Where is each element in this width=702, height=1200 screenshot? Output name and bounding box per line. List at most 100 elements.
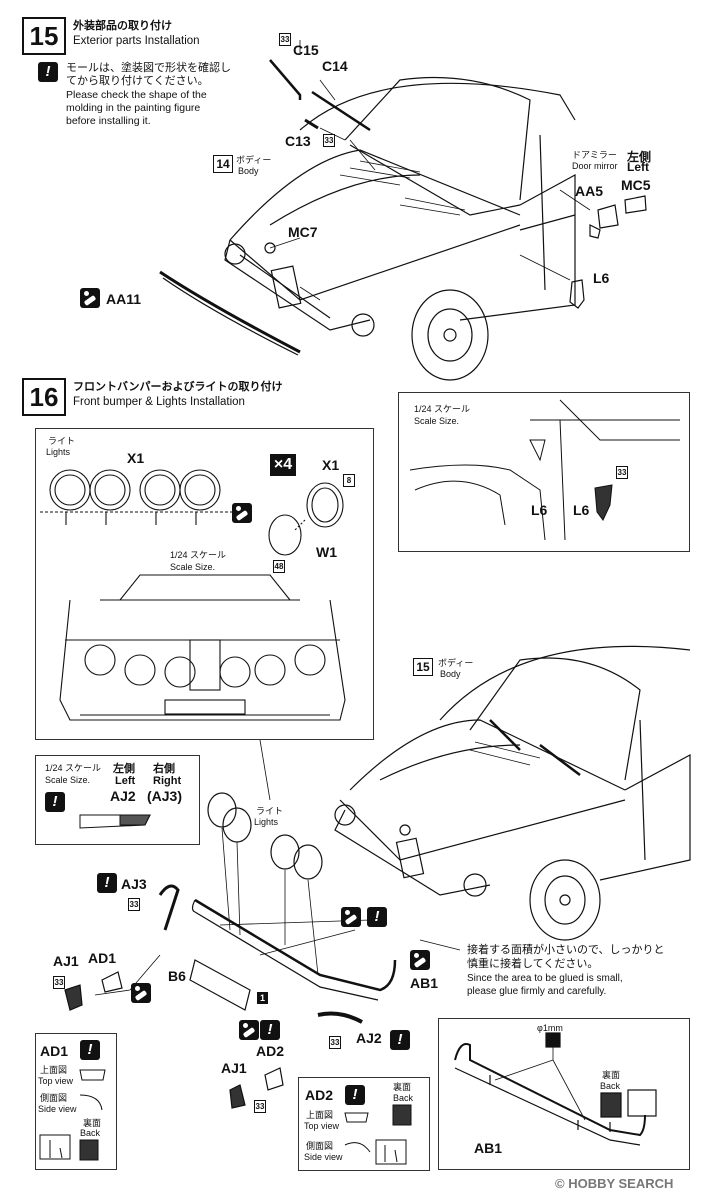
body-label-16-jp: ボディー [438,658,474,668]
ad1-side-view-en: Side view [38,1104,77,1114]
caution-icon [97,873,117,893]
part-label-c14: C14 [322,58,348,74]
glue-icon [232,503,252,523]
caution-icon [345,1085,365,1105]
step-15-title-en: Exterior parts Installation [73,35,200,47]
part-label-w1: W1 [316,544,337,560]
ad1-side-view-jp: 側面図 [40,1093,68,1103]
molding-note-en-3: before installing it. [66,115,151,127]
glue-note-jp-1: 接着する面積が小さいので、しっかりと [467,944,665,956]
scale-part-l6b: L6 [573,502,590,518]
part-label-aj1: AJ1 [53,953,79,969]
drill-size: φ1mm [537,1023,563,1033]
glue-icon [80,288,100,308]
ad1-detail-panel [35,1033,117,1170]
caution-icon [45,792,65,812]
lights-label-16-jp: ライト [256,806,284,816]
step-16-title-en: Front bumper & Lights Installation [73,396,245,408]
paint-badge-33: 33 [329,1036,341,1049]
paint-badge-33: 33 [53,976,65,989]
quantity-x4-badge: ×4 [270,454,296,476]
ad2-side-view-en: Side view [304,1152,343,1162]
step-15-title-jp: 外装部品の取り付け [73,20,172,32]
step-16-title-jp: フロントバンパーおよびライトの取り付け [73,381,283,393]
part-label-aa11: AA11 [106,291,142,307]
part-label-ab1: AB1 [410,975,439,991]
body-label-16-en: Body [440,669,461,679]
left-label-jp: 左側 [627,150,652,164]
part-label-aj2: AJ2 [356,1030,382,1046]
part-label-x1: X1 [127,450,145,466]
lights-detail-panel [35,428,374,740]
aj-left-en: Left [115,775,136,787]
part-label-c15: C15 [293,42,319,58]
car-body-drawing-15 [159,40,647,381]
aj-left-jp: 左側 [113,763,135,775]
caution-icon [38,62,58,82]
part-label-aj2-scale: AJ2 [110,788,136,804]
scale-label-jp: 1/24 スケール [170,550,227,560]
paint-badge-48: 48 [273,560,285,573]
ad1-top-view-en: Top view [38,1076,74,1086]
body-ref-number-16: 15 [413,658,433,676]
caution-icon [260,1020,280,1040]
caution-icon [367,907,387,927]
scale-detail-panel [398,392,690,552]
step-16-number: 16 [22,378,66,416]
ad1-back-en: Back [80,1128,101,1138]
paint-badge-1: 1 [257,992,268,1004]
step-15-number: 15 [22,17,66,55]
ab1-detail-panel [438,1018,690,1170]
molding-note-en-1: Please check the shape of the [66,89,207,101]
body-label-jp: ボディー [236,155,272,165]
left-label-en: Left [627,160,649,174]
scale-label-en: Scale Size. [170,562,216,572]
scale-panel-en: Scale Size. [414,416,460,426]
body-label-en: Body [238,166,259,176]
paint-badge-33: 33 [279,33,291,46]
ad2-top-view-en: Top view [304,1121,340,1131]
paint-badge-8: 8 [343,474,355,487]
caution-icon [390,1030,410,1050]
caution-icon [80,1040,100,1060]
molding-note-jp-1: モールは、塗装図で形状を確認し [66,62,231,74]
paint-badge-33: 33 [616,466,628,479]
part-label-c13: C13 [285,133,311,149]
paint-badge-33: 33 [323,134,335,147]
aj-right-jp: 右側 [153,763,175,775]
footer-logo: © HOBBY SEARCH [555,1176,674,1191]
part-label-b6: B6 [168,968,186,984]
glue-icon [239,1020,259,1040]
ad2-back-en: Back [393,1093,414,1103]
ad1-back-jp: 裏面 [83,1118,102,1128]
aj-right-en: Right [153,775,182,787]
part-label-mc5: MC5 [621,177,651,193]
body-ref-number: 14 [213,155,233,173]
glue-icon [410,950,430,970]
molding-note-jp-2: てから取り付けてください。 [66,75,209,87]
part-label-mc7: MC7 [288,224,318,240]
part-label-ad2: AD2 [256,1043,285,1059]
ad2-back-jp: 裏面 [393,1082,412,1092]
scale-panel-jp: 1/24 スケール [414,404,471,414]
ab1-back-jp: 裏面 [602,1070,621,1080]
lights-label-16-en: Lights [254,817,279,827]
part-label-ad1: AD1 [88,950,117,966]
glue-note-en-2: please glue firmly and carefully. [467,986,607,997]
part-label-l6: L6 [593,270,610,286]
ad1-top-view-jp: 上面図 [40,1065,68,1075]
part-label-aj1b: AJ1 [221,1060,247,1076]
lights-label-jp: ライト [48,436,76,446]
ab1-back-en: Back [600,1081,621,1091]
glue-icon [341,907,361,927]
paint-badge-33: 33 [254,1100,266,1113]
scale-part-l6a: L6 [531,502,548,518]
ad2-top-view-jp: 上面図 [306,1110,334,1120]
